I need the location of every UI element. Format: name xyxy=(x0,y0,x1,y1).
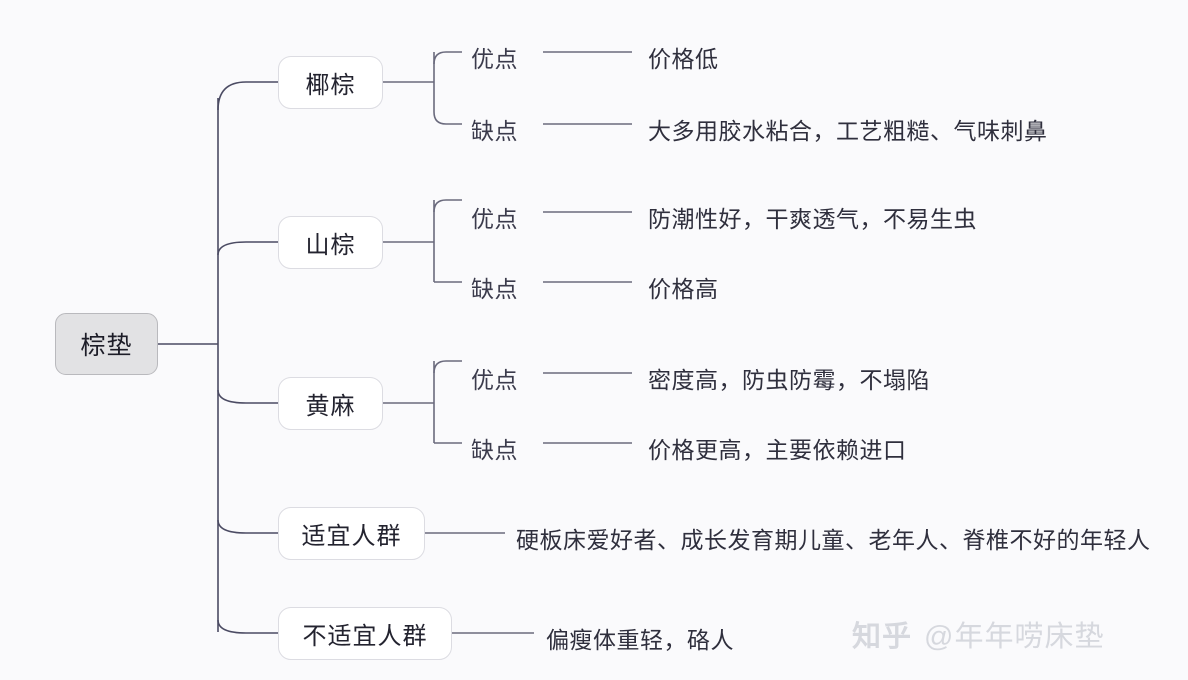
leaf-label-2-1: 优点 xyxy=(471,206,518,232)
root-node[interactable]: 棕垫 xyxy=(55,313,158,375)
root-node-label: 棕垫 xyxy=(80,332,133,360)
leaf-label-2-2: 缺点 xyxy=(471,276,518,302)
leaf-text-1-1: 价格低 xyxy=(648,46,719,72)
sub-elbow-3a xyxy=(433,360,462,374)
sub-elbow-1b xyxy=(433,111,462,125)
leaf-text-2-2: 价格高 xyxy=(648,276,719,302)
elbow-branch-5 xyxy=(217,619,278,634)
watermark: 知乎 @年年唠床垫 xyxy=(852,613,1104,655)
branch-node-3-label: 黄麻 xyxy=(305,393,356,420)
leaf-label-1-1: 优点 xyxy=(471,46,518,72)
elbow-branch-3 xyxy=(217,389,278,404)
zhihu-logo: 知乎 xyxy=(852,621,913,653)
branch-node-4[interactable]: 适宜人群 xyxy=(278,507,425,560)
leaf-text-3-1: 密度高，防虫防霉，不塌陷 xyxy=(648,367,930,393)
branch-node-2[interactable]: 山棕 xyxy=(278,216,383,269)
leaf-text-5-1: 偏瘦体重轻，硌人 xyxy=(546,627,734,653)
leaf-text-3-2: 价格更高，主要依赖进口 xyxy=(648,437,907,463)
watermark-handle: @年年唠床垫 xyxy=(924,621,1105,653)
branch-node-3[interactable]: 黄麻 xyxy=(278,377,383,430)
leaf-text-2-1: 防潮性好，干爽透气，不易生虫 xyxy=(648,206,977,232)
sub-elbow-1a xyxy=(433,51,462,65)
leaf-label-3-1: 优点 xyxy=(471,367,518,393)
leaf-text-1-2: 大多用胶水粘合，工艺粗糙、气味刺鼻 xyxy=(648,118,1048,144)
elbow-branch-4 xyxy=(217,519,278,534)
branch-node-5-label: 不适宜人群 xyxy=(302,623,428,650)
leaf-label-3-2: 缺点 xyxy=(471,437,518,463)
leaf-label-1-2: 缺点 xyxy=(471,118,518,144)
branch-node-1[interactable]: 椰棕 xyxy=(278,56,383,109)
branch-node-1-label: 椰棕 xyxy=(305,72,356,99)
branch-node-2-label: 山棕 xyxy=(305,232,356,259)
elbow-branch-1 xyxy=(217,81,278,111)
sub-elbow-2a xyxy=(433,199,462,213)
branch-node-5[interactable]: 不适宜人群 xyxy=(278,607,452,660)
elbow-branch-2 xyxy=(217,241,278,256)
branch-node-4-label: 适宜人群 xyxy=(301,523,402,550)
leaf-text-4-1: 硬板床爱好者、成长发育期儿童、老年人、脊椎不好的年轻人 xyxy=(516,527,1151,553)
